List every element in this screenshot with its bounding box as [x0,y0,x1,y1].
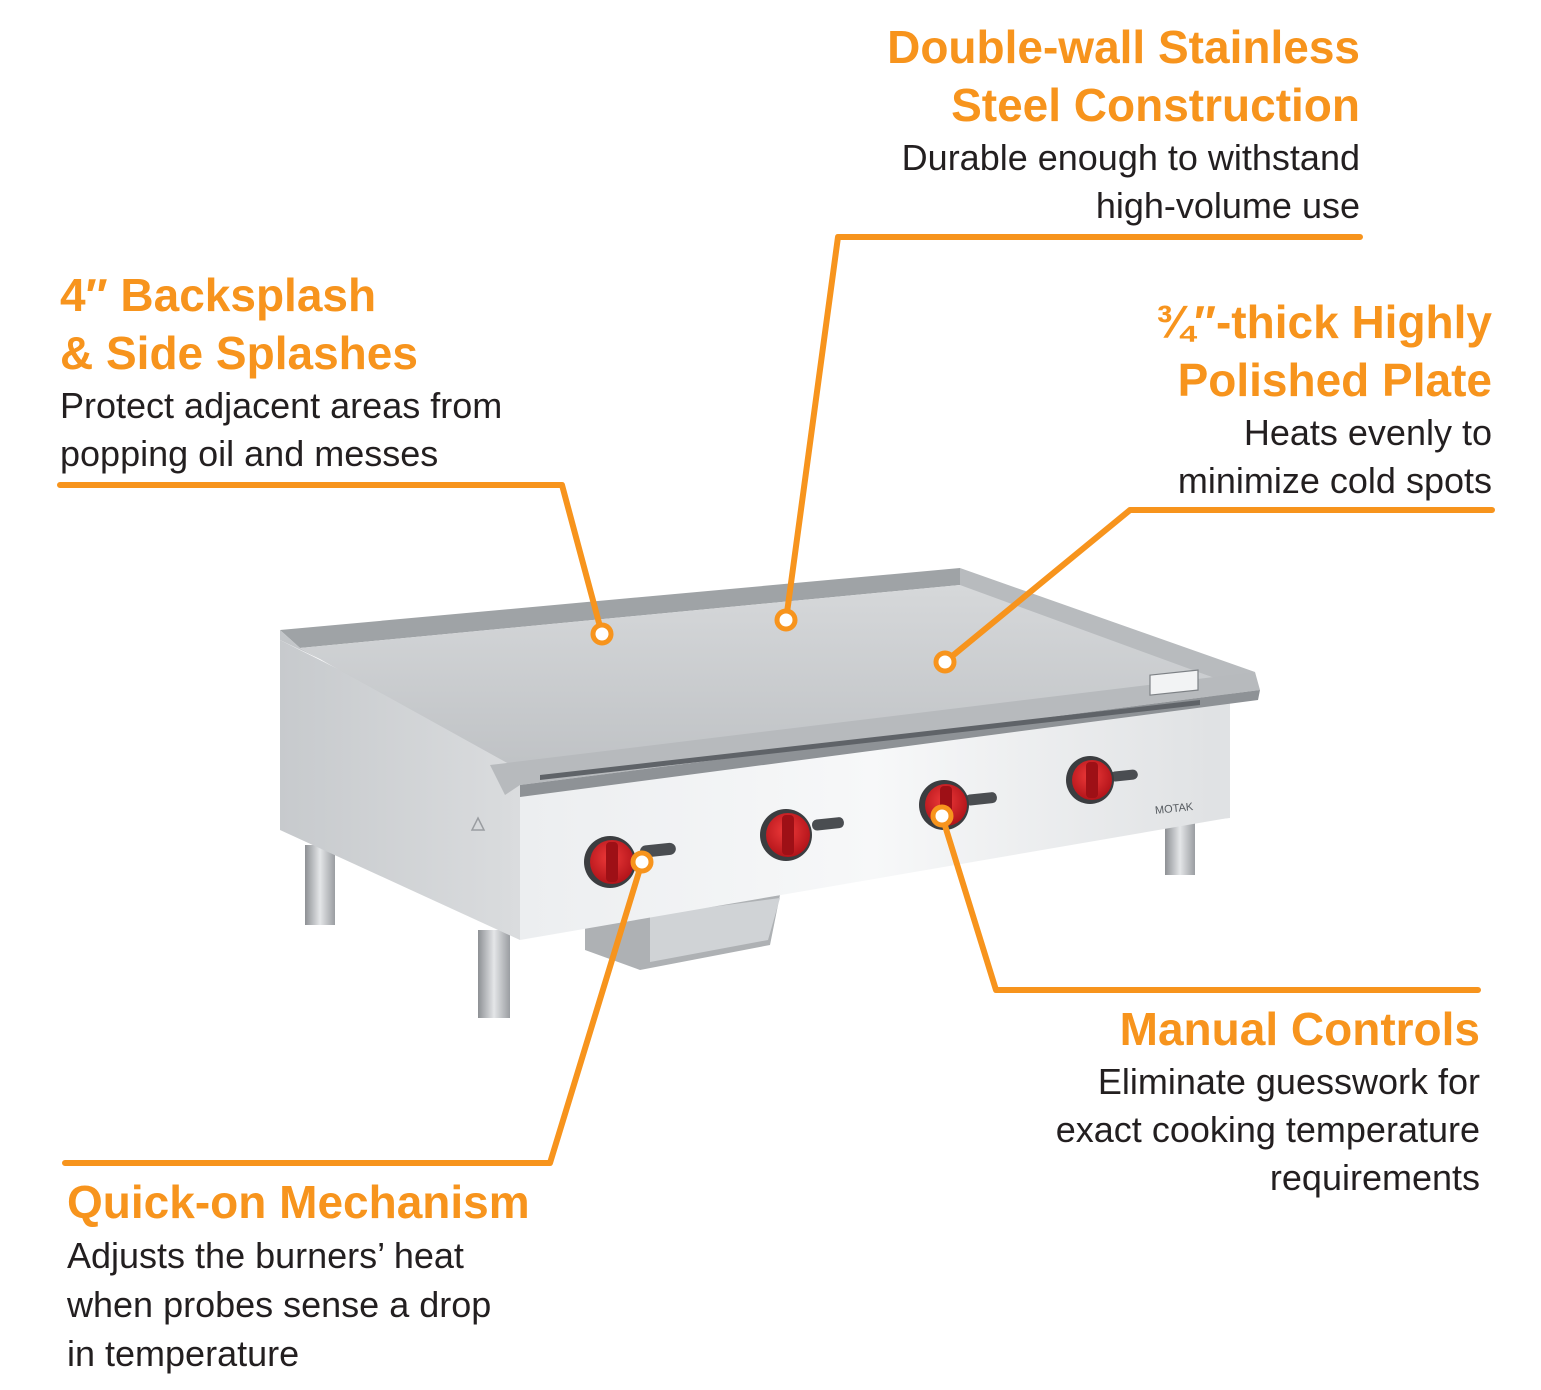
front-lip [490,672,1260,795]
point-double-wall [774,608,798,632]
leader-lines [57,234,1495,1166]
callout-points [590,608,957,874]
callout-title: Quick-on Mechanism [67,1176,530,1228]
leader-backsplash [57,482,605,637]
leader-quick-on [62,859,645,1166]
knob-4[interactable] [1066,756,1138,804]
point-manual [930,804,954,828]
leader-double-wall [783,234,1363,623]
callout-manual-controls: Manual Controls Eliminate guesswork for … [940,1000,1480,1202]
callout-title: 4″ Backsplash & Side Splashes [60,269,418,379]
callout-description: Protect adjacent areas from popping oil … [60,385,503,474]
callout-description: Adjusts the burners’ heat when probes se… [67,1235,492,1374]
point-quick-on [630,850,654,874]
right-side-splash [960,568,1255,680]
grease-drawer [585,895,780,970]
brand-plate: MOTAK [1149,669,1199,817]
point-backsplash [590,622,614,646]
leader-plate [942,507,1495,665]
callout-quick-on: Quick-on Mechanism Adjusts the burners’ … [67,1173,627,1378]
callout-title: Manual Controls [1119,1003,1480,1055]
callout-description: Durable enough to withstand high-volume … [901,137,1360,226]
cooking-plate [300,585,1220,770]
callout-backsplash: 4″ Backsplash & Side Splashes Protect ad… [60,266,620,478]
leader-manual [939,813,1481,993]
leg-front-left [478,930,510,1018]
callout-title: Double-wall Stainless Steel Construction [887,21,1360,131]
point-plate [933,650,957,674]
callout-description: Eliminate guesswork for exact cooking te… [1055,1061,1480,1198]
body-left-side [280,640,520,940]
callout-double-wall: Double-wall Stainless Steel Construction… [740,18,1360,230]
front-control-panel [520,702,1228,940]
callout-title: ¾″-thick Highly Polished Plate [1155,296,1492,406]
body-right-side [1210,688,1230,820]
brand-label: MOTAK [1154,801,1194,817]
knob-2[interactable] [760,809,844,861]
leg-back-left [305,845,335,925]
control-knobs [584,756,1138,888]
callout-plate: ¾″-thick Highly Polished Plate Heats eve… [1030,293,1492,505]
callout-description: Heats evenly to minimize cold spots [1177,412,1492,501]
warning-triangle-icon [470,816,486,831]
